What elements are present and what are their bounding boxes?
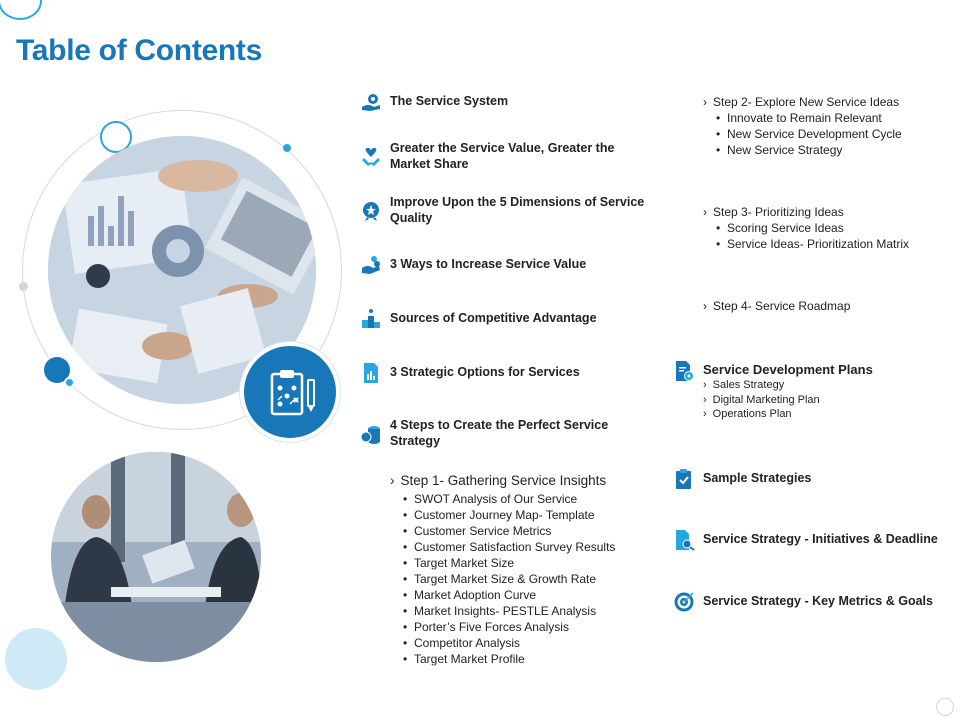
chevron-right-icon: › — [703, 379, 707, 391]
step3-list: Scoring Service Ideas Service Ideas- Pri… — [713, 220, 953, 252]
step4-heading[interactable]: › Step 4- Service Roadmap — [703, 298, 850, 314]
podium-icon — [360, 308, 382, 330]
list-item[interactable]: Customer Service Metrics — [400, 523, 640, 539]
toc-item-four-steps[interactable]: 4 Steps to Create the Perfect Service St… — [360, 417, 650, 449]
toc-item-key-metrics-goals[interactable]: Service Strategy - Key Metrics & Goals — [673, 591, 958, 613]
sdp-list: ›Sales Strategy ›Digital Marketing Plan … — [703, 378, 943, 422]
sdp-item-label: Digital Marketing Plan — [712, 393, 820, 406]
list-item[interactable]: New Service Development Cycle — [713, 126, 953, 142]
chevron-right-icon: › — [703, 299, 707, 313]
document-gear-icon — [673, 360, 695, 382]
decor-ring-topleft — [0, 0, 42, 20]
list-item[interactable]: Market Insights- PESTLE Analysis — [400, 603, 640, 619]
target-icon — [673, 591, 695, 613]
decor-ring-bottomright — [936, 698, 954, 716]
decor-dot — [283, 144, 291, 152]
step3-heading[interactable]: › Step 3- Prioritizing Ideas — [703, 204, 844, 220]
decor-light-circle — [5, 628, 67, 690]
list-item[interactable]: Porter’s Five Forces Analysis — [400, 619, 640, 635]
business-meeting-photo — [51, 452, 261, 662]
list-item[interactable]: Customer Satisfaction Survey Results — [400, 539, 640, 555]
chevron-right-icon: › — [703, 393, 707, 406]
step2-heading[interactable]: › Step 2- Explore New Service Ideas — [703, 94, 899, 110]
chevron-right-icon: › — [703, 95, 707, 109]
meeting-desk-photo — [48, 136, 316, 404]
toc-item-competitive-advantage[interactable]: Sources of Competitive Advantage — [360, 308, 650, 330]
clipboard-strategy-icon — [270, 370, 315, 416]
document-search-icon — [673, 529, 695, 551]
toc-item-greater-service-value[interactable]: Greater the Service Value, Greater the M… — [360, 140, 650, 172]
step4-heading-text: Step 4- Service Roadmap — [713, 299, 851, 313]
decor-large-ring — [22, 110, 342, 430]
step1-heading[interactable]: › Step 1- Gathering Service Insights — [390, 473, 606, 488]
chevron-right-icon: › — [703, 205, 707, 219]
step2-list: Innovate to Remain Relevant New Service … — [713, 110, 953, 158]
page-title: Table of Contents — [16, 34, 263, 67]
list-item[interactable]: Target Market Profile — [400, 651, 640, 667]
step3-heading-text: Step 3- Prioritizing Ideas — [713, 205, 844, 219]
hand-heart-icon — [360, 146, 382, 168]
list-item[interactable]: Service Ideas- Prioritization Matrix — [713, 236, 953, 252]
list-item[interactable]: Target Market Size — [400, 555, 640, 571]
list-item[interactable]: Innovate to Remain Relevant — [713, 110, 953, 126]
list-item[interactable]: SWOT Analysis of Our Service — [400, 491, 640, 507]
list-item[interactable]: Customer Journey Map- Template — [400, 507, 640, 523]
sdp-item-label: Operations Plan — [712, 408, 792, 420]
gear-hand-icon — [360, 91, 382, 113]
toc-item-service-system[interactable]: The Service System — [360, 93, 650, 113]
decor-dot-gray — [19, 282, 28, 291]
list-item[interactable]: New Service Strategy — [713, 142, 953, 158]
clipboard-icon — [673, 468, 695, 490]
coins-stack-icon — [360, 423, 382, 445]
list-item[interactable]: › Sales Strategy — [703, 378, 943, 393]
step2-heading-text: Step 2- Explore New Service Ideas — [713, 95, 900, 109]
list-item[interactable]: Market Adoption Curve — [400, 587, 640, 603]
step1-heading-text: Step 1- Gathering Service Insights — [400, 473, 607, 488]
list-item[interactable]: › Digital Marketing Plan — [703, 393, 943, 408]
toc-item-five-dimensions[interactable]: Improve Upon the 5 Dimensions of Service… — [360, 194, 650, 226]
hand-coins-icon — [360, 254, 382, 276]
toc-item-service-development-plans[interactable]: Service Development Plans — [673, 360, 953, 382]
chevron-right-icon: › — [703, 408, 707, 420]
list-item[interactable]: Scoring Service Ideas — [713, 220, 953, 236]
toc-item-strategic-options[interactable]: 3 Strategic Options for Services — [360, 362, 650, 384]
list-item[interactable]: Target Market Size & Growth Rate — [400, 571, 640, 587]
strategy-badge — [240, 342, 340, 442]
chevron-right-icon: › — [390, 473, 395, 488]
list-item[interactable]: Competitor Analysis — [400, 635, 640, 651]
toc-item-sample-strategies[interactable]: Sample Strategies — [673, 468, 953, 490]
step1-list: SWOT Analysis of Our Service Customer Jo… — [400, 491, 640, 667]
toc-item-three-ways[interactable]: 3 Ways to Increase Service Value — [360, 256, 650, 276]
document-chart-icon — [360, 362, 382, 384]
toc-item-initiatives-deadline[interactable]: Service Strategy - Initiatives & Deadlin… — [673, 529, 958, 551]
decor-dot-ring — [64, 377, 75, 388]
list-item[interactable]: › Operations Plan — [703, 407, 943, 422]
sdp-item-label: Sales Strategy — [712, 379, 785, 391]
badge-star-icon — [360, 200, 382, 222]
